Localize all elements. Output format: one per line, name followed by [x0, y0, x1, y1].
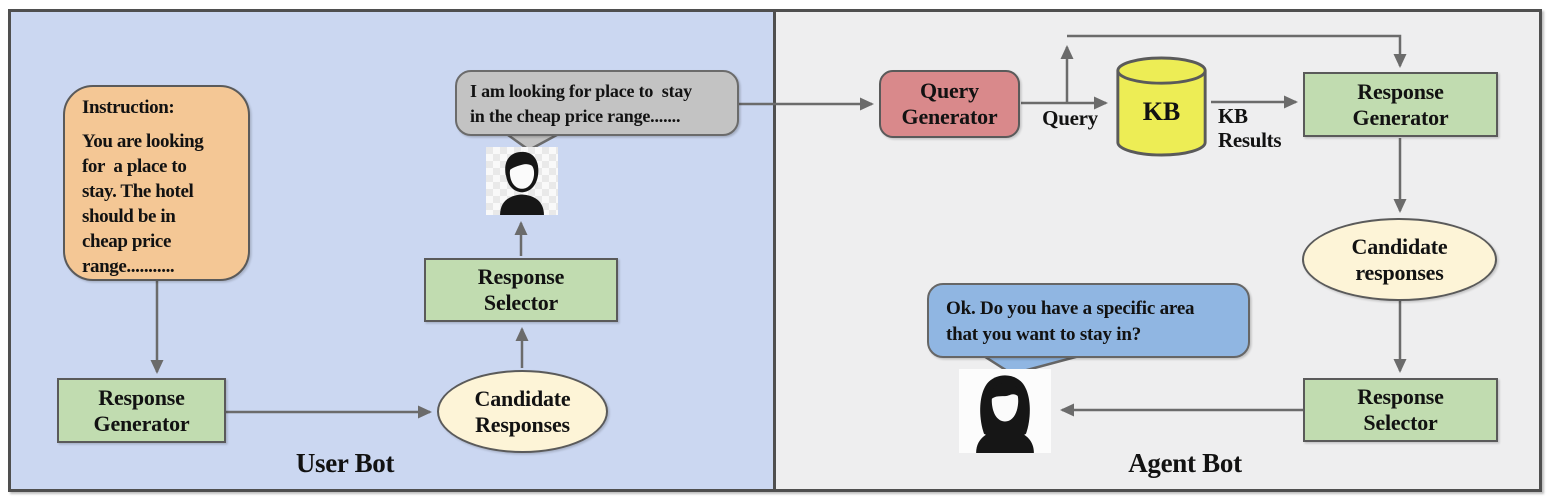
database-cylinder-icon	[1116, 56, 1207, 157]
response-selector-label-user: Response Selector	[477, 264, 565, 315]
query-generator-box: Query Generator	[879, 70, 1020, 138]
female-person-icon	[976, 375, 1034, 453]
candidate-responses-label-agent: Candidate responses	[1351, 233, 1448, 285]
response-generator-box-user: Response Generator	[57, 378, 226, 443]
candidate-responses-label-user: Candidate Responses	[474, 385, 571, 437]
instruction-title: Instruction:	[82, 97, 175, 118]
user-speech-text: I am looking for place to stay in the ch…	[470, 81, 692, 126]
user-bot-label: User Bot	[295, 448, 395, 478]
candidate-responses-ellipse-agent: Candidate responses	[1302, 218, 1497, 301]
instruction-body: You are looking for a place to stay. The…	[82, 131, 204, 277]
response-generator-box-agent: Response Generator	[1303, 72, 1498, 137]
agent-speech-text: Ok. Do you have a specific area that you…	[946, 298, 1195, 345]
candidate-responses-ellipse-user: Candidate Responses	[437, 370, 608, 453]
agent-bot-label: Agent Bot	[1128, 448, 1242, 478]
response-generator-label-user: Response Generator	[93, 384, 190, 436]
agent-speech-bubble: Ok. Do you have a specific area that you…	[927, 283, 1250, 358]
kb-label: KB	[1142, 97, 1181, 126]
instruction-note: Instruction: You are looking for a place…	[63, 85, 250, 281]
agent-avatar	[959, 369, 1051, 453]
query-edge-label: Query	[1042, 106, 1098, 130]
response-selector-label-agent: Response Selector	[1357, 384, 1444, 435]
kb-cylinder: KB	[1113, 53, 1210, 160]
user-speech-bubble: I am looking for place to stay in the ch…	[455, 70, 739, 136]
user-avatar	[486, 147, 558, 215]
kb-results-edge-label: KB Results	[1218, 104, 1282, 152]
query-generator-label: Query Generator	[901, 78, 998, 129]
response-selector-box-agent: Response Selector	[1303, 378, 1498, 442]
response-generator-label-agent: Response Generator	[1352, 78, 1449, 130]
male-person-icon	[500, 151, 544, 215]
response-selector-box-user: Response Selector	[424, 258, 618, 322]
